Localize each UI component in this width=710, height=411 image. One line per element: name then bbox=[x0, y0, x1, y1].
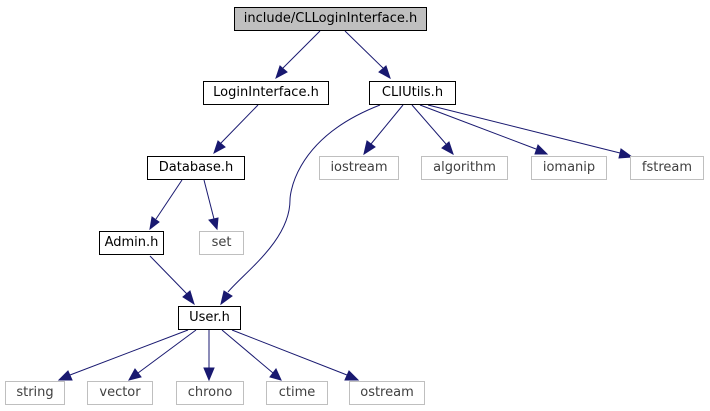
arrowhead-set bbox=[208, 217, 219, 231]
edge-cliutils-to-algorithm bbox=[411, 104, 447, 145]
edge-logininterface-to-database bbox=[220, 104, 259, 144]
edge-cliutils-to-fstream bbox=[427, 104, 621, 154]
arrowhead-cliutils bbox=[378, 65, 391, 80]
edge-admin-to-user bbox=[149, 255, 188, 295]
arrowhead-ctime bbox=[269, 368, 282, 381]
edge-root-to-logininterface bbox=[282, 30, 321, 69]
node-ctime: ctime bbox=[266, 381, 328, 405]
node-string: string bbox=[5, 381, 65, 405]
node-user-h[interactable]: User.h bbox=[178, 306, 241, 330]
edge-cliutils-to-iomanip bbox=[419, 104, 537, 150]
arrowhead-iostream bbox=[363, 140, 376, 156]
arrowhead-user-from-admin bbox=[182, 290, 195, 306]
edge-cliutils-to-iostream bbox=[370, 104, 404, 145]
arrowhead-database bbox=[213, 140, 226, 155]
arrowhead-fstream bbox=[618, 148, 634, 159]
node-iostream: iostream bbox=[319, 156, 399, 180]
node-database-h[interactable]: Database.h bbox=[147, 156, 245, 180]
node-chrono: chrono bbox=[176, 381, 244, 405]
node-vector: vector bbox=[87, 381, 153, 405]
arrowhead-logininterface bbox=[275, 65, 288, 80]
node-iomanip: iomanip bbox=[531, 156, 607, 180]
edge-user-to-string bbox=[69, 329, 189, 376]
edge-root-to-cliutils bbox=[344, 30, 384, 69]
node-admin-h[interactable]: Admin.h bbox=[99, 231, 164, 255]
arrowhead-user-from-cliutils bbox=[220, 290, 233, 306]
edge-user-to-ctime bbox=[221, 329, 274, 374]
edge-user-to-ostream bbox=[231, 329, 348, 376]
node-ostream: ostream bbox=[349, 381, 425, 405]
arrowhead-string bbox=[57, 370, 73, 381]
node-set: set bbox=[199, 231, 244, 255]
node-include-clogininterface-h: include/CLLoginInterface.h bbox=[234, 7, 427, 31]
edge-cliutils-to-user bbox=[227, 104, 381, 293]
edge-database-to-set bbox=[203, 179, 215, 220]
node-algorithm: algorithm bbox=[421, 156, 508, 180]
arrowhead-chrono bbox=[203, 367, 215, 382]
arrowhead-algorithm bbox=[441, 141, 454, 156]
node-cliutils-h[interactable]: CLIUtils.h bbox=[369, 81, 456, 105]
arrowhead-admin bbox=[149, 216, 160, 231]
node-fstream: fstream bbox=[630, 156, 704, 180]
arrowhead-vector bbox=[128, 368, 142, 381]
edge-database-to-admin bbox=[155, 179, 183, 220]
arrowhead-iomanip bbox=[534, 144, 549, 155]
arrowhead-ostream bbox=[344, 370, 360, 381]
edge-user-to-vector bbox=[137, 329, 197, 374]
node-logininterface-h[interactable]: LoginInterface.h bbox=[203, 81, 329, 105]
